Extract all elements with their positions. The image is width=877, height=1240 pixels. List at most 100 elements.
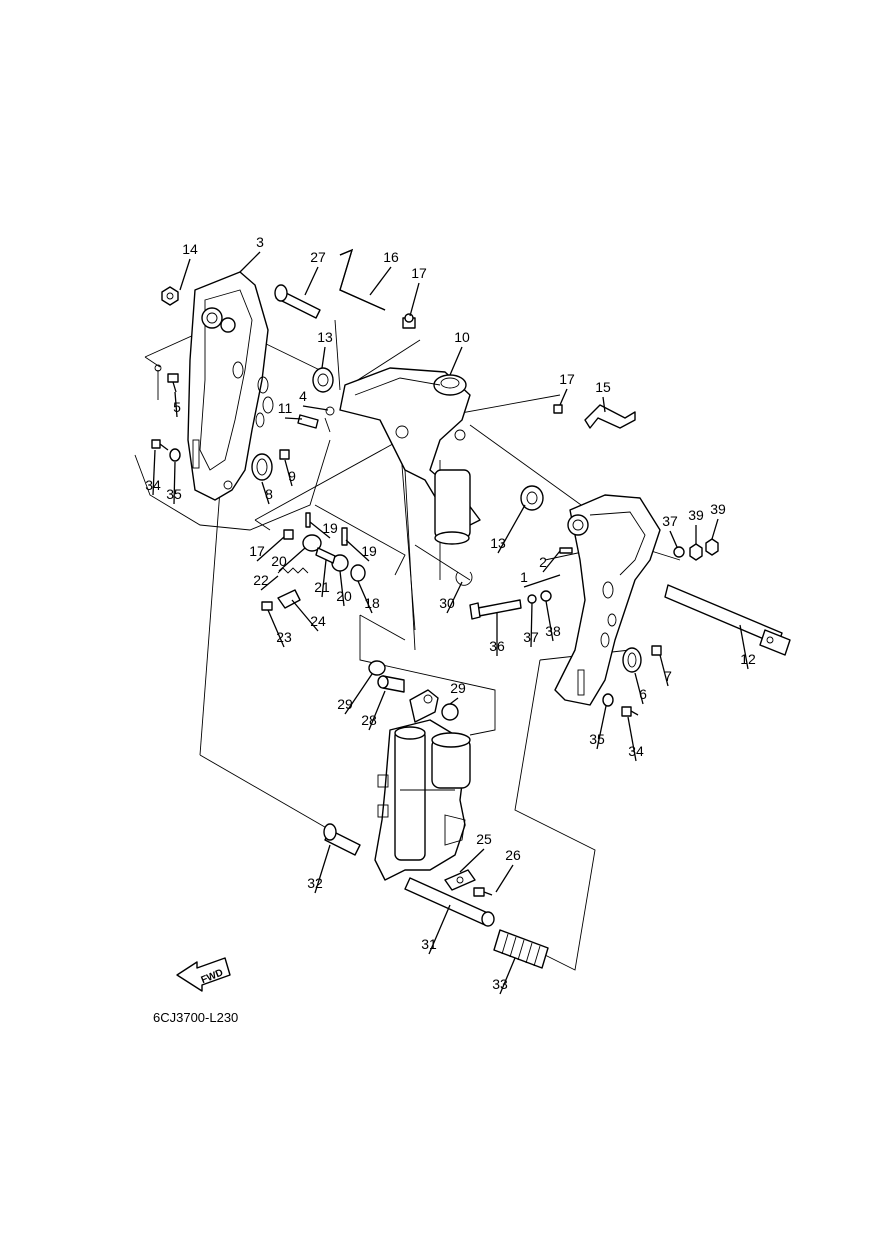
part-label-35: 35 xyxy=(166,486,182,502)
leader-line-23 xyxy=(267,609,285,648)
part-label-39: 39 xyxy=(710,501,726,517)
leader-line-37 xyxy=(669,530,678,548)
leader-line-27 xyxy=(304,266,319,296)
leader-line-35 xyxy=(173,461,176,505)
part-label-22: 22 xyxy=(253,572,269,588)
leader-line-31 xyxy=(428,904,451,955)
leader-line-19 xyxy=(309,521,331,539)
leader-line-17 xyxy=(559,388,568,406)
part-label-1: 1 xyxy=(520,569,528,585)
leader-line-20 xyxy=(339,570,345,607)
part-label-8: 8 xyxy=(265,486,273,502)
part-label-37: 37 xyxy=(662,513,678,529)
part-label-36: 36 xyxy=(489,638,505,654)
leader-line-13 xyxy=(497,504,526,554)
part-label-13: 13 xyxy=(317,329,333,345)
part-label-26: 26 xyxy=(505,847,521,863)
part-label-24: 24 xyxy=(310,613,326,629)
part-label-29: 29 xyxy=(450,680,466,696)
left-clamp-bracket xyxy=(187,271,274,501)
leader-line-1 xyxy=(523,574,561,588)
leader-line-7 xyxy=(659,654,669,687)
leader-line-28 xyxy=(368,690,386,731)
leader-line-17 xyxy=(256,536,285,562)
leader-line-12 xyxy=(739,624,749,670)
part-label-33: 33 xyxy=(492,976,508,992)
leader-line-24 xyxy=(291,599,319,632)
part-label-10: 10 xyxy=(454,329,470,345)
leader-line-37 xyxy=(530,602,533,648)
part-label-37: 37 xyxy=(523,629,539,645)
leader-line-11 xyxy=(284,417,303,420)
leader-line-20 xyxy=(278,547,306,572)
part-label-28: 28 xyxy=(361,712,377,728)
leader-line-16 xyxy=(369,266,392,296)
leader-line-14 xyxy=(179,258,191,291)
leader-line-13 xyxy=(321,346,326,369)
leader-line-34 xyxy=(627,716,637,762)
part-label-5: 5 xyxy=(173,399,181,415)
leader-line-38 xyxy=(545,600,554,642)
fwd-arrow-icon: FWD xyxy=(176,957,231,992)
part-label-7: 7 xyxy=(664,668,672,684)
leader-line-6 xyxy=(634,672,644,705)
part-label-3: 3 xyxy=(256,234,264,250)
leader-line-26 xyxy=(495,864,514,893)
leader-line-19 xyxy=(345,539,370,562)
leader-line-22 xyxy=(260,575,279,591)
leader-line-9 xyxy=(284,459,293,487)
leader-line-3 xyxy=(239,251,261,273)
part-label-13: 13 xyxy=(490,535,506,551)
part-label-17: 17 xyxy=(411,265,427,281)
leader-line-34 xyxy=(152,449,156,496)
part-label-39: 39 xyxy=(688,507,704,523)
part-label-31: 31 xyxy=(421,936,437,952)
part-label-21: 21 xyxy=(314,579,330,595)
leader-line-5 xyxy=(174,391,178,418)
swivel-bracket xyxy=(339,367,481,545)
part-label-2: 2 xyxy=(539,554,547,570)
leader-line-39 xyxy=(711,518,719,540)
leader-line-30 xyxy=(446,581,463,614)
leader-line-32 xyxy=(314,844,331,894)
part-label-20: 20 xyxy=(271,553,287,569)
leader-line-18 xyxy=(357,580,373,614)
part-label-16: 16 xyxy=(383,249,399,265)
leader-line-10 xyxy=(449,346,463,376)
part-label-17: 17 xyxy=(559,371,575,387)
part-label-12: 12 xyxy=(740,651,756,667)
power-trim-tilt-unit xyxy=(374,689,471,881)
leader-line-33 xyxy=(499,957,516,995)
part-label-35: 35 xyxy=(589,731,605,747)
part-label-11: 11 xyxy=(278,400,293,416)
leader-line-17 xyxy=(409,282,420,317)
right-clamp-bracket xyxy=(554,494,661,706)
part-label-6: 6 xyxy=(639,686,647,702)
part-label-23: 23 xyxy=(276,629,292,645)
part-label-19: 19 xyxy=(361,543,377,559)
part-label-34: 34 xyxy=(628,743,644,759)
part-label-32: 32 xyxy=(307,875,323,891)
part-label-15: 15 xyxy=(595,379,611,395)
diagram-code: 6CJ3700-L230 xyxy=(153,1010,238,1025)
part-label-9: 9 xyxy=(288,468,296,484)
leader-line-25 xyxy=(459,848,485,873)
part-label-38: 38 xyxy=(545,623,561,639)
leader-line-15 xyxy=(602,396,606,413)
part-label-29: 29 xyxy=(337,696,353,712)
leader-line-29 xyxy=(344,673,373,715)
part-label-27: 27 xyxy=(310,249,326,265)
leader-line-35 xyxy=(596,705,607,750)
part-label-17: 17 xyxy=(249,543,265,559)
leader-line-2 xyxy=(542,550,561,573)
leader-lines xyxy=(152,251,749,995)
leader-line-8 xyxy=(261,481,270,505)
part-label-34: 34 xyxy=(145,477,161,493)
small-parts xyxy=(151,248,791,969)
leader-line-4 xyxy=(302,405,329,411)
part-label-20: 20 xyxy=(336,588,352,604)
part-label-4: 4 xyxy=(299,388,307,404)
part-label-30: 30 xyxy=(439,595,455,611)
